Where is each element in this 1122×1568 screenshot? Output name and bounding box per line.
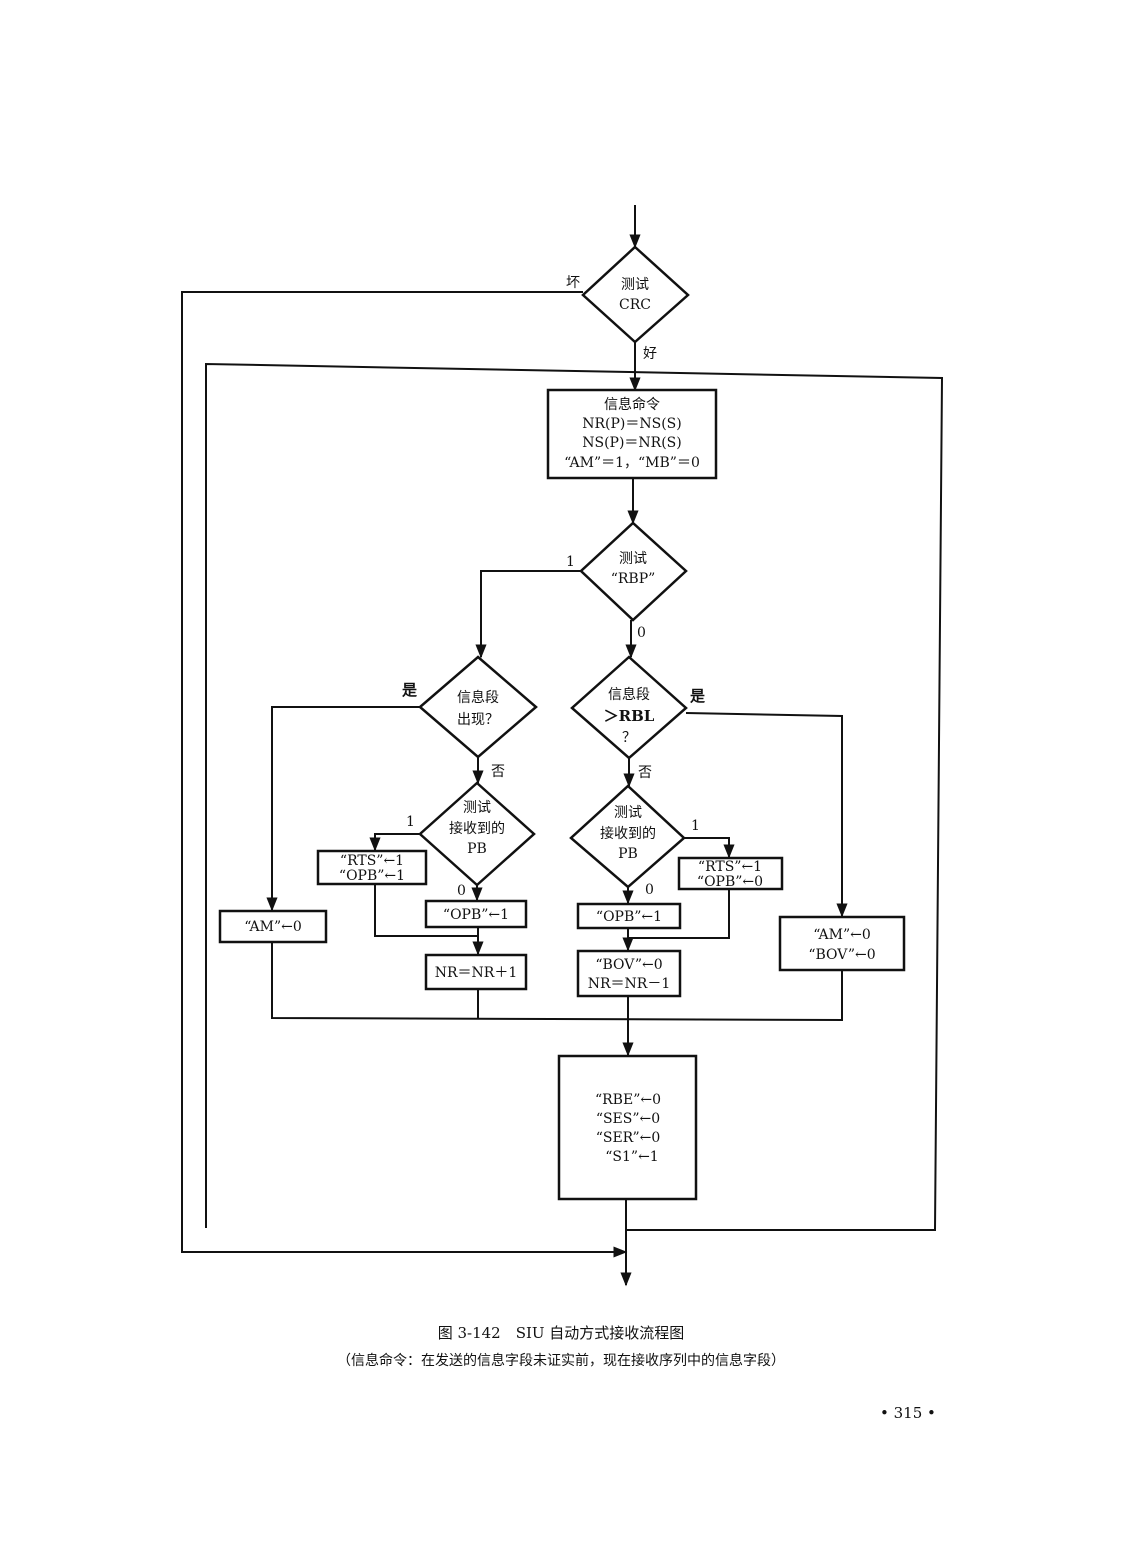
pb-test-left-diamond: 测试 接收到的 PB bbox=[418, 781, 536, 887]
pb-left-one-label: 1 bbox=[406, 814, 415, 830]
am-bov-box: “AM”←0 “BOV”←0 bbox=[778, 915, 906, 972]
crc-test-line2: CRC bbox=[619, 297, 651, 313]
pb-left-line2: 接收到的 bbox=[449, 820, 505, 837]
am-zero-box: “AM”←0 bbox=[218, 909, 328, 944]
bov-nr-line1: “BOV”←0 bbox=[595, 957, 662, 973]
final-reset-box: “RBE”←0 “SES”←0 “SER”←0 “S1”←1 bbox=[557, 1054, 698, 1201]
pb-left-line3: PB bbox=[467, 841, 487, 857]
final-line2: “SES”←0 bbox=[596, 1111, 660, 1127]
info-present-yes-label: 是 bbox=[401, 681, 418, 699]
page-number: • 315 • bbox=[880, 1404, 936, 1422]
pb-right-line3: PB bbox=[618, 846, 638, 862]
rts-left-line2: “OPB”←1 bbox=[339, 868, 405, 884]
rts-opb-left-box: “RTS”←1 “OPB”←1 bbox=[316, 849, 428, 886]
pb-right-line2: 接收到的 bbox=[600, 825, 656, 842]
rts-right-line2: “OPB”←0 bbox=[697, 874, 763, 890]
info-gt-rbl-line2: ＞RBL bbox=[604, 707, 655, 725]
pb-right-one-label: 1 bbox=[691, 818, 700, 834]
pb-left-zero-label: 0 bbox=[457, 883, 466, 899]
figure-caption-note: （信息命令：在发送的信息字段未证实前，现在接收序列中的信息字段） bbox=[337, 1353, 785, 1369]
opb-left-box: “OPB”←1 bbox=[424, 899, 528, 929]
info-gt-rbl-diamond: 信息段 ＞RBL ？ bbox=[570, 655, 688, 760]
nr-increment-text: NR＝NR＋1 bbox=[435, 965, 518, 981]
crc-bad-label: 坏 bbox=[566, 275, 580, 291]
info-cmd-line4: “AM”＝1，“MB”＝0 bbox=[564, 455, 700, 471]
info-gt-rbl-line1: 信息段 bbox=[608, 686, 650, 703]
final-line1: “RBE”←0 bbox=[595, 1092, 661, 1108]
info-cmd-line1: 信息命令 bbox=[604, 396, 660, 413]
am-bov-line2: “BOV”←0 bbox=[808, 947, 875, 963]
pb-right-zero-label: 0 bbox=[645, 882, 654, 898]
rbp-zero-label: 0 bbox=[637, 625, 646, 641]
figure-caption-title: 图 3-142 SIU 自动方式接收流程图 bbox=[437, 1324, 685, 1342]
am-bov-line1: “AM”←0 bbox=[813, 927, 871, 943]
info-cmd-line3: NS(P)＝NR(S) bbox=[582, 435, 682, 451]
info-present-diamond: 信息段 出现？ bbox=[418, 655, 538, 759]
rbp-test-line1: 测试 bbox=[619, 551, 647, 567]
opb-left-text: “OPB”←1 bbox=[443, 907, 509, 923]
connector-lines bbox=[181, 205, 944, 1287]
opb-right-box: “OPB”←1 bbox=[576, 902, 682, 930]
pb-right-line1: 测试 bbox=[614, 805, 642, 821]
rbp-test-line2: “RBP” bbox=[611, 571, 656, 587]
info-present-line2: 出现？ bbox=[457, 712, 499, 728]
info-present-line1: 信息段 bbox=[457, 689, 499, 706]
am-zero-text: “AM”←0 bbox=[244, 919, 302, 935]
rbp-test-diamond: 测试 “RBP” bbox=[579, 521, 688, 622]
final-line3: “SER”←0 bbox=[596, 1130, 661, 1146]
crc-good-label: 好 bbox=[643, 346, 657, 362]
opb-right-text: “OPB”←1 bbox=[596, 909, 662, 925]
bov-nr-line2: NR＝NR－1 bbox=[588, 976, 671, 992]
info-gt-rbl-yes-label: 是 bbox=[689, 687, 706, 705]
crc-test-diamond: 测试 CRC bbox=[581, 245, 690, 344]
info-gt-rbl-no-label: 否 bbox=[638, 765, 652, 781]
final-line4: “S1”←1 bbox=[605, 1149, 658, 1165]
crc-test-line1: 测试 bbox=[621, 277, 649, 293]
rbp-one-label: 1 bbox=[566, 554, 575, 570]
pb-left-line1: 测试 bbox=[463, 800, 491, 816]
nr-increment-box: NR＝NR＋1 bbox=[424, 953, 528, 991]
pb-test-right-diamond: 测试 接收到的 PB bbox=[569, 784, 686, 889]
info-cmd-line2: NR(P)＝NS(S) bbox=[582, 416, 682, 432]
rts-right-line1: “RTS”←1 bbox=[698, 859, 762, 875]
bov-nr-box: “BOV”←0 NR＝NR－1 bbox=[576, 949, 682, 998]
info-present-no-label: 否 bbox=[491, 764, 505, 780]
info-gt-rbl-line3: ？ bbox=[622, 730, 636, 746]
info-command-box: 信息命令 NR(P)＝NS(S) NS(P)＝NR(S) “AM”＝1，“MB”… bbox=[546, 388, 718, 480]
rts-left-line1: “RTS”←1 bbox=[340, 853, 404, 869]
rts-opb-right-box: “RTS”←1 “OPB”←0 bbox=[677, 856, 784, 891]
